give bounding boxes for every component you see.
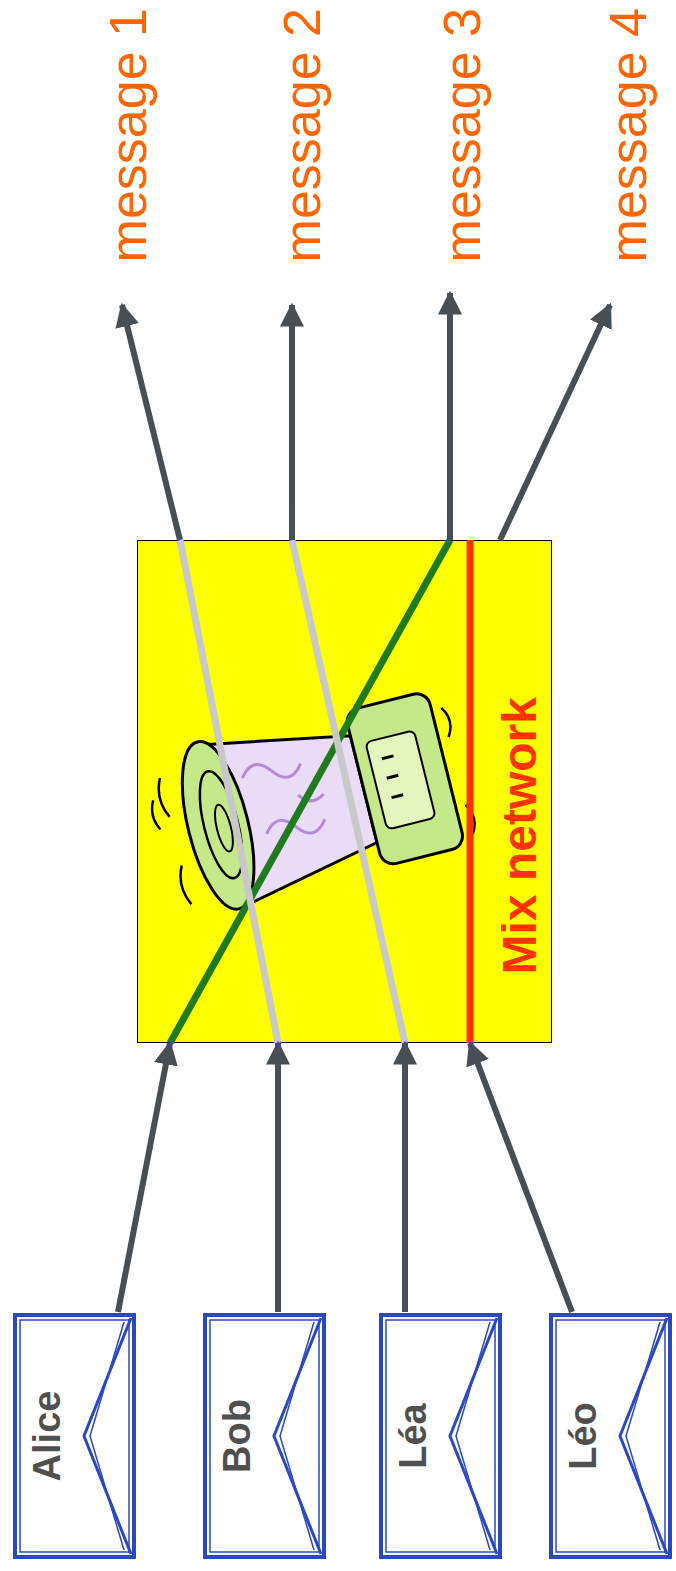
output-message: message 2 xyxy=(272,8,332,305)
output-message: message 1 xyxy=(98,8,158,305)
mix-box: Mix network xyxy=(137,540,552,1043)
sender-name: Léo xyxy=(564,1402,602,1470)
output-message: message 3 xyxy=(432,8,492,293)
flow-arrow xyxy=(275,1043,281,1312)
flow-arrow xyxy=(118,1043,170,1312)
flow-arrow xyxy=(447,293,453,540)
message-label: message 3 xyxy=(436,8,488,262)
envelope: Léo xyxy=(548,1312,673,1560)
envelope: Alice xyxy=(12,1312,137,1560)
flow-arrow xyxy=(402,1043,408,1312)
flow-arrow xyxy=(470,1043,572,1312)
flow-arrow xyxy=(289,305,295,540)
message-label: message 2 xyxy=(276,8,328,262)
sender-name: Léa xyxy=(394,1403,432,1468)
flow-arrow xyxy=(122,305,180,540)
message-label: message 4 xyxy=(602,8,654,262)
flow-arrow xyxy=(500,305,610,540)
envelope: Léa xyxy=(378,1312,503,1560)
sender-name: Alice xyxy=(28,1391,66,1482)
message-label: message 1 xyxy=(102,8,154,262)
envelope: Bob xyxy=(202,1312,327,1560)
output-message: message 4 xyxy=(598,8,658,305)
box-title: Mix network xyxy=(496,697,544,974)
sender-name: Bob xyxy=(218,1399,256,1473)
